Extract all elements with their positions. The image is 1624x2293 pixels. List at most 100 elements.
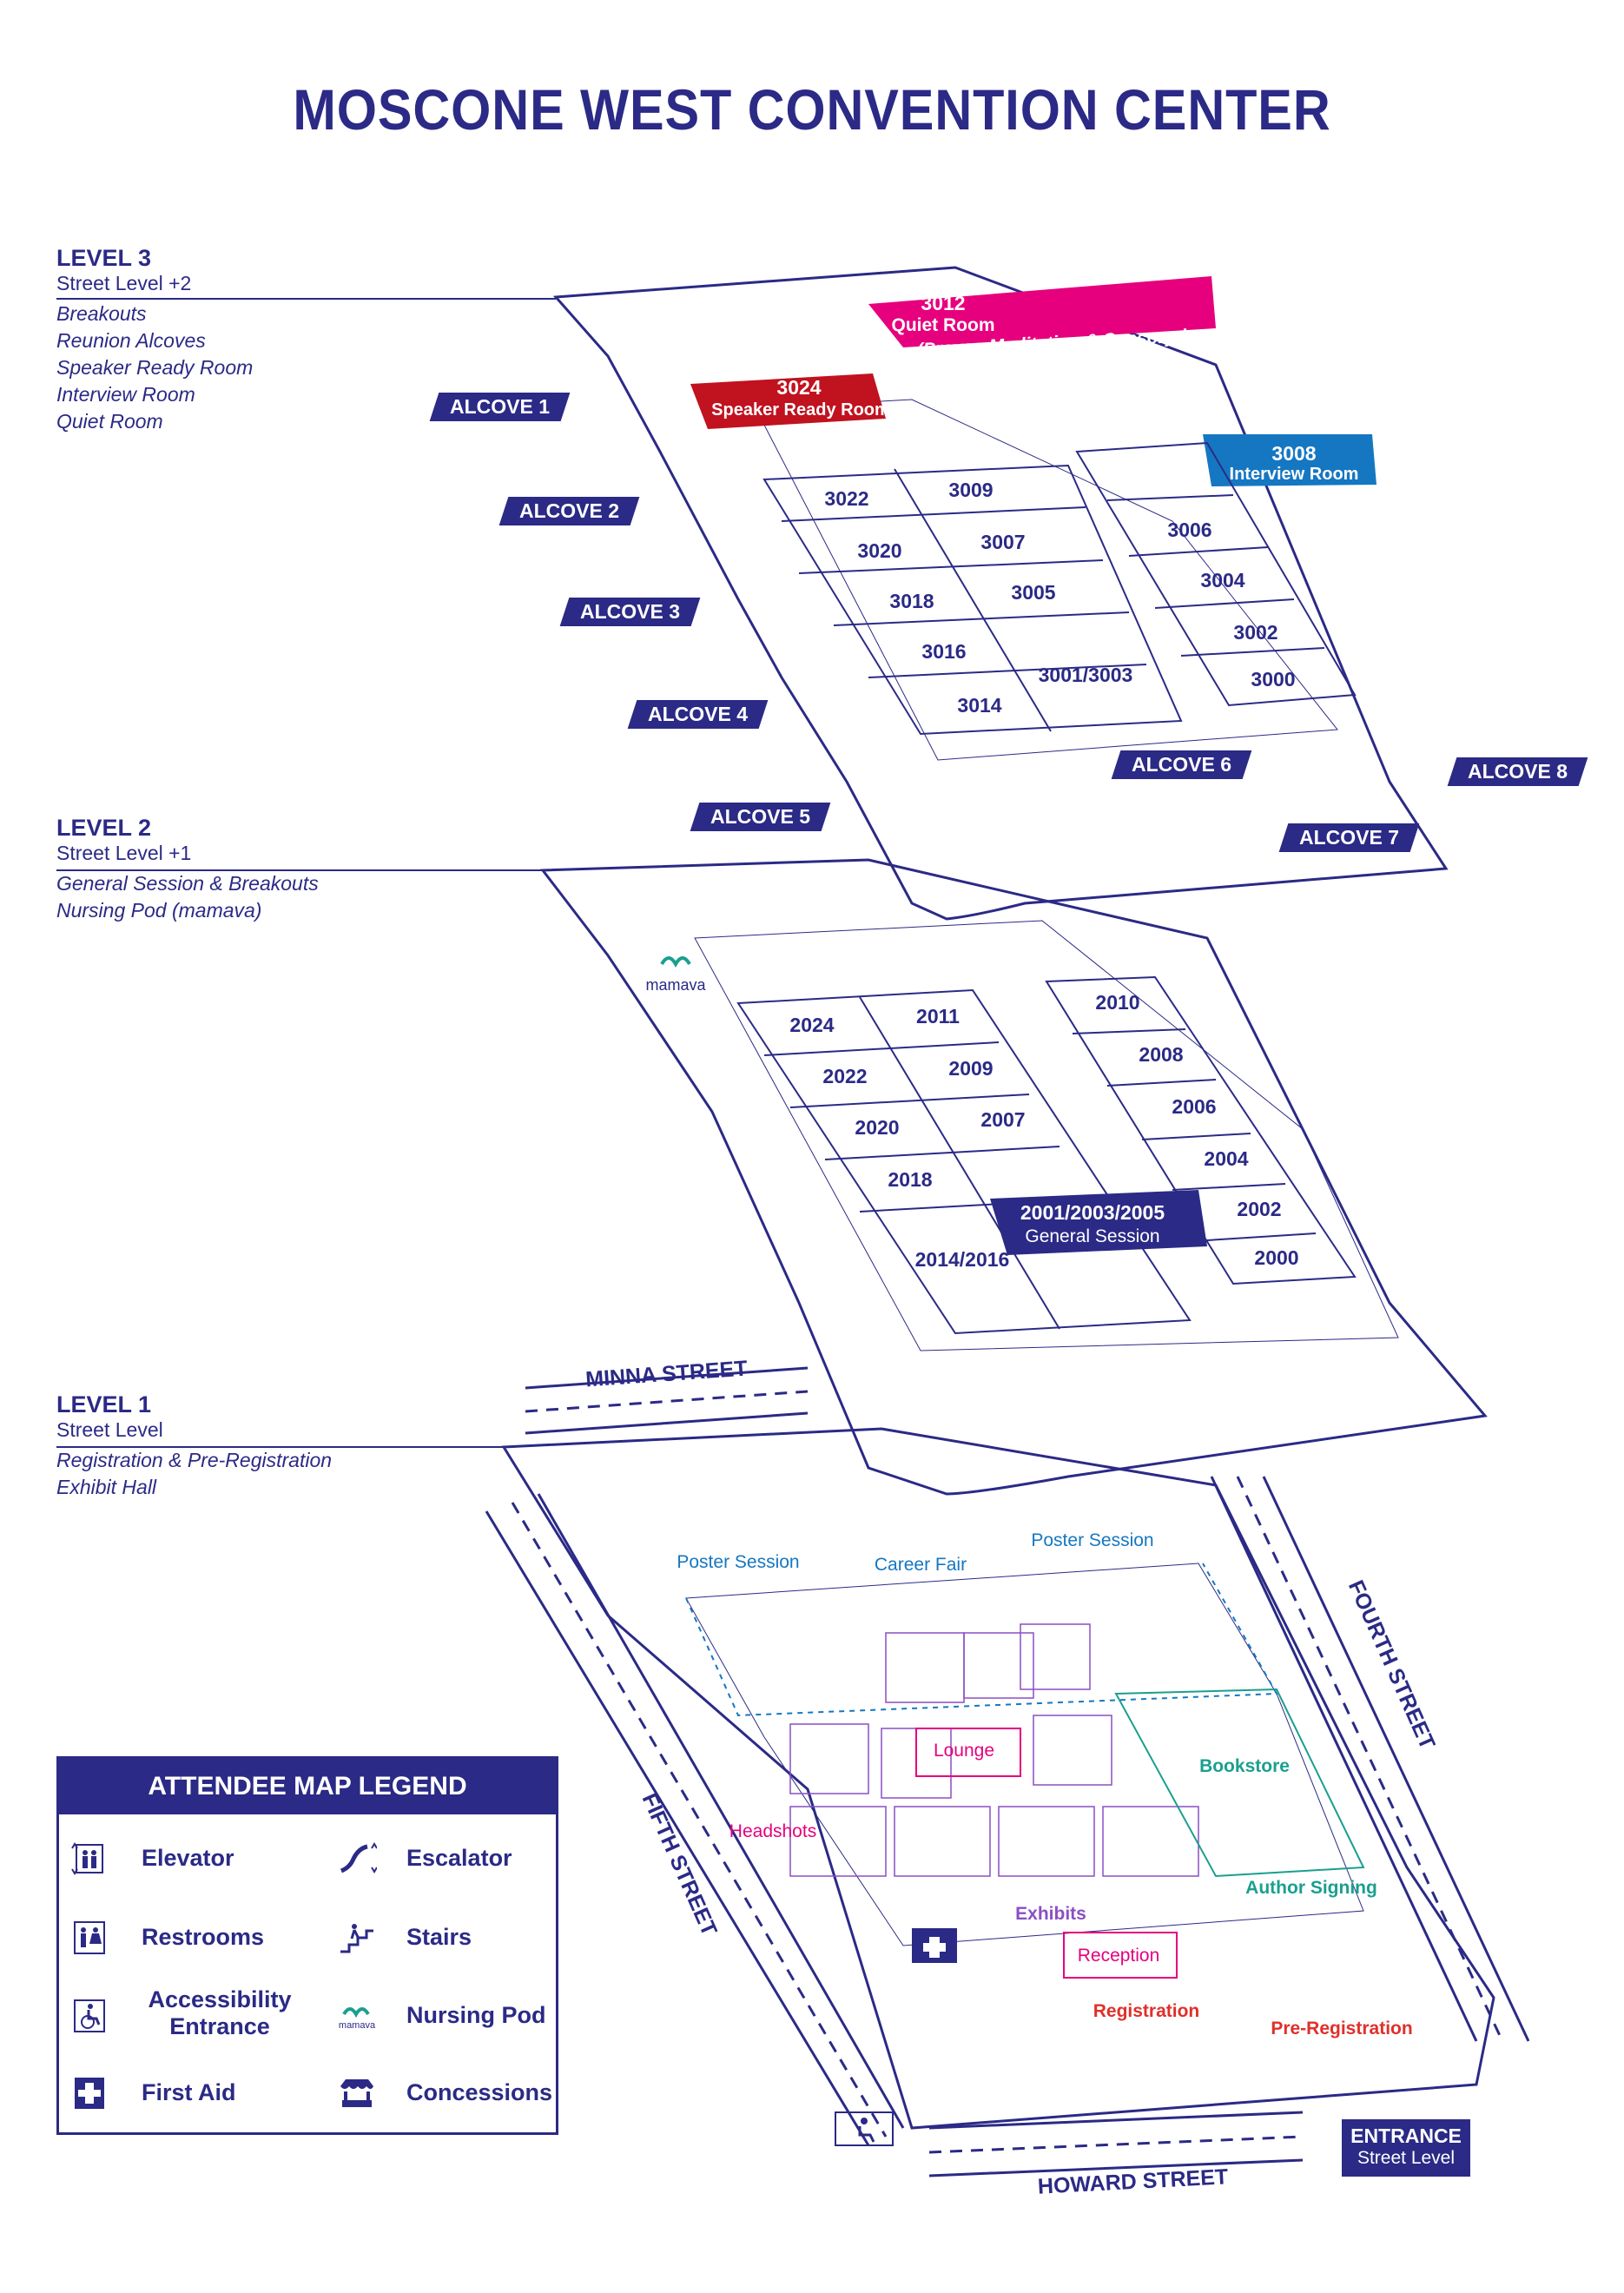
svg-text:mamava: mamava bbox=[339, 2020, 376, 2031]
exhibit-booths bbox=[789, 1623, 1199, 1877]
room-3005: 3005 bbox=[1011, 581, 1055, 604]
room-2022: 2022 bbox=[822, 1065, 867, 1087]
alcove-8-tag: ALCOVE 8 bbox=[1447, 757, 1588, 786]
nursing-pod-icon: mamava bbox=[337, 1999, 377, 2033]
speaker-room-label: Speaker Ready Room bbox=[711, 400, 890, 420]
accessibility-icon bbox=[69, 1999, 109, 2033]
level2-inner bbox=[694, 920, 1399, 1351]
interview-room-block bbox=[1203, 434, 1376, 486]
level1-desc-item: Registration & Pre-Registration bbox=[56, 1449, 333, 1471]
first-aid-legend-icon bbox=[69, 2076, 109, 2111]
legend-title: ATTENDEE MAP LEGEND bbox=[59, 1759, 556, 1814]
room-3004: 3004 bbox=[1200, 569, 1244, 591]
room-3002: 3002 bbox=[1233, 621, 1277, 644]
poster-session-left-label: Poster Session bbox=[677, 1552, 799, 1572]
alcove-label: ALCOVE 8 bbox=[1468, 760, 1568, 783]
escalator-icon bbox=[337, 1841, 377, 1876]
room-3014: 3014 bbox=[957, 694, 1001, 717]
room-3020: 3020 bbox=[857, 539, 901, 562]
level3-outline bbox=[552, 266, 1449, 921]
room-3016: 3016 bbox=[921, 640, 966, 663]
entrance-badge: ENTRANCE Street Level bbox=[1342, 2119, 1470, 2177]
level3-inner bbox=[755, 399, 1338, 761]
level3-sub: Street Level +2 bbox=[56, 272, 192, 294]
room-2010: 2010 bbox=[1095, 991, 1139, 1014]
level3-rooms bbox=[690, 276, 1376, 736]
level2-heading: LEVEL 2 Street Level +1 General Session … bbox=[56, 815, 319, 924]
alcove-5-tag: ALCOVE 5 bbox=[690, 803, 831, 831]
fourth-street bbox=[1210, 1476, 1530, 2042]
alcove-label: ALCOVE 1 bbox=[450, 395, 551, 418]
stairs-icon bbox=[337, 1920, 377, 1955]
level2-desc-item: Nursing Pod (mamava) bbox=[56, 899, 262, 922]
room-2020: 2020 bbox=[855, 1116, 899, 1139]
room-3009: 3009 bbox=[948, 479, 993, 501]
headshots-label: Headshots bbox=[729, 1821, 816, 1841]
level2-name: LEVEL 2 bbox=[56, 815, 152, 841]
legend-first-aid: First Aid bbox=[142, 2079, 236, 2105]
legend-escalator: Escalator bbox=[406, 1845, 512, 1871]
poster-session-area bbox=[685, 1563, 1278, 1717]
alcove-6-tag: ALCOVE 6 bbox=[1111, 750, 1252, 779]
elevator-icon bbox=[69, 1841, 109, 1876]
level3-desc-item: Interview Room bbox=[56, 383, 195, 406]
room-3000: 3000 bbox=[1251, 668, 1295, 691]
alcove-2-tag: ALCOVE 2 bbox=[498, 497, 640, 525]
first-aid-icon bbox=[912, 1928, 957, 1963]
level2-room-grid bbox=[736, 988, 1192, 1335]
legend-accessibility: Accessibility Entrance bbox=[148, 1986, 292, 2039]
level2-outline bbox=[540, 858, 1488, 1496]
room-3022: 3022 bbox=[824, 487, 868, 510]
level2-desc-item: General Session & Breakouts bbox=[56, 872, 319, 895]
reception-box bbox=[1063, 1932, 1178, 1979]
level3-desc-item: Speaker Ready Room bbox=[56, 356, 254, 379]
room-2002: 2002 bbox=[1237, 1198, 1281, 1220]
lounge-label: Lounge bbox=[934, 1741, 994, 1761]
general-session-label: General Session bbox=[1025, 1226, 1159, 1246]
preregistration-label: Pre-Registration bbox=[1271, 2019, 1412, 2039]
career-fair-label: Career Fair bbox=[875, 1555, 967, 1575]
howard-street bbox=[928, 2111, 1304, 2177]
minna-street-label: MINNA STREET bbox=[584, 1357, 748, 1392]
accessibility-entrance-icon bbox=[835, 2111, 894, 2146]
level2-description: General Session & Breakouts Nursing Pod … bbox=[56, 870, 319, 924]
room-3018: 3018 bbox=[889, 590, 934, 612]
level3-name: LEVEL 3 bbox=[56, 245, 152, 271]
legend-concessions: Concessions bbox=[406, 2079, 553, 2105]
room-3007: 3007 bbox=[980, 531, 1025, 553]
level3-heading: LEVEL 3 Street Level +2 Breakouts Reunio… bbox=[56, 245, 253, 435]
alcove-label: ALCOVE 4 bbox=[648, 703, 749, 725]
level1-name: LEVEL 1 bbox=[56, 1391, 152, 1417]
registration-label: Registration bbox=[1093, 2001, 1200, 2021]
room-2018: 2018 bbox=[888, 1168, 932, 1191]
entrance-sub: Street Level bbox=[1357, 2148, 1456, 2168]
level1-inner bbox=[685, 1563, 1364, 1946]
room-2009: 2009 bbox=[948, 1057, 993, 1080]
quiet-room-label: Quiet Room bbox=[892, 315, 995, 335]
level2-right-rooms bbox=[1045, 975, 1357, 1285]
room-2024: 2024 bbox=[789, 1014, 834, 1036]
author-signing-label: Author Signing bbox=[1245, 1878, 1377, 1898]
room-2006: 2006 bbox=[1172, 1095, 1216, 1118]
poster-session-right-label: Poster Session bbox=[1031, 1530, 1153, 1550]
entrance-title: ENTRANCE bbox=[1350, 2124, 1462, 2147]
alcove-1-tag: ALCOVE 1 bbox=[429, 393, 571, 421]
room-3006: 3006 bbox=[1167, 519, 1211, 541]
mamava-logo: mamava bbox=[645, 956, 706, 994]
legend-restrooms: Restrooms bbox=[142, 1924, 265, 1950]
speaker-room-number: 3024 bbox=[776, 376, 821, 399]
alcove-label: ALCOVE 3 bbox=[580, 600, 681, 623]
level3-desc-item: Reunion Alcoves bbox=[56, 329, 206, 352]
restrooms-icon bbox=[69, 1920, 109, 1955]
interview-room-number: 3008 bbox=[1271, 442, 1316, 465]
legend-stairs: Stairs bbox=[406, 1924, 472, 1950]
level1-description: Registration & Pre-Registration Exhibit … bbox=[56, 1447, 332, 1501]
level2-sub: Street Level +1 bbox=[56, 842, 192, 864]
map-legend: ATTENDEE MAP LEGEND Elevator Escalator R… bbox=[56, 1756, 558, 2135]
alcove-label: ALCOVE 2 bbox=[519, 499, 620, 522]
bookstore-label: Bookstore bbox=[1199, 1756, 1290, 1776]
legend-nursing-pod: Nursing Pod bbox=[406, 2002, 546, 2028]
alcove-label: ALCOVE 6 bbox=[1132, 753, 1232, 776]
room-3001-3003: 3001/3003 bbox=[1039, 664, 1133, 686]
